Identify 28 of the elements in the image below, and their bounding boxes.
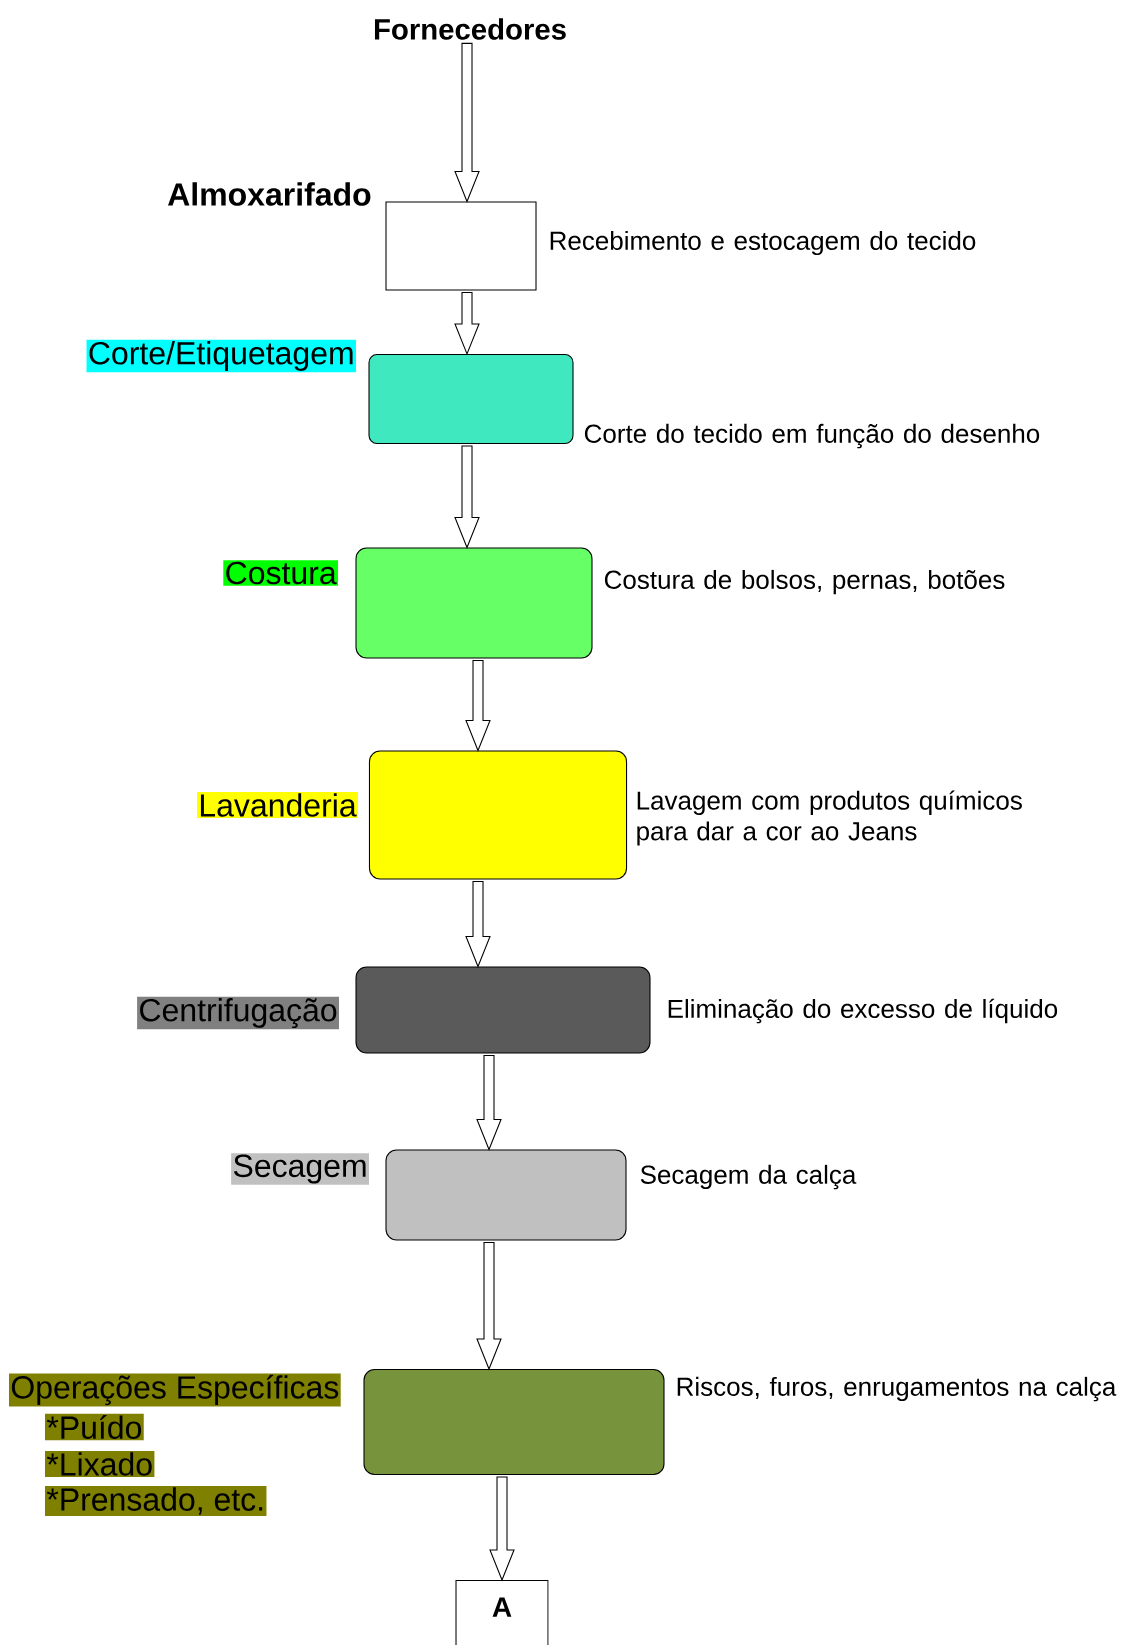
process-box: Lavanderia — [197, 750, 628, 880]
node-label: *Lixado — [46, 1452, 152, 1476]
process-box: Corte/Etiquetagem — [86, 339, 574, 445]
process-box: Secagem — [231, 1149, 627, 1241]
process-box: Costura — [223, 547, 593, 659]
arrow — [489, 1476, 515, 1582]
step-label: Fornecedores — [374, 18, 566, 40]
step-description: Riscos, furos, enrugamentos na calça — [677, 1376, 1117, 1402]
step-description: Recebimento e estocagem do tecido — [550, 230, 976, 256]
connector-box: A — [455, 1580, 549, 1645]
node-label: *Puído — [46, 1415, 142, 1439]
step-description: Costura de bolsos, pernas, botões — [604, 569, 1005, 595]
node-label: Operações Específicas — [11, 1374, 339, 1406]
step-description: Eliminação do excesso de líquido — [668, 998, 1058, 1024]
step-description: Corte do tecido em função do desenho — [584, 423, 1040, 449]
arrow — [454, 445, 480, 549]
arrow — [454, 292, 480, 356]
step-description: Lavagem com produtos químicos para dar a cor ao Jeans — [637, 790, 1022, 846]
arrow — [476, 1242, 502, 1371]
process-box: Almoxarifado — [168, 182, 537, 291]
step-description: Secagem da calça — [640, 1164, 857, 1190]
process-box: Operações Específicas *Puído *Lixado *Prensado, etc. — [9, 1368, 665, 1516]
arrow — [476, 1055, 502, 1151]
arrow — [454, 42, 480, 203]
process-box: Centrifugação — [137, 966, 651, 1054]
node-label: *Prensado, etc. — [46, 1487, 263, 1515]
arrow — [465, 881, 491, 968]
arrow — [465, 660, 491, 752]
